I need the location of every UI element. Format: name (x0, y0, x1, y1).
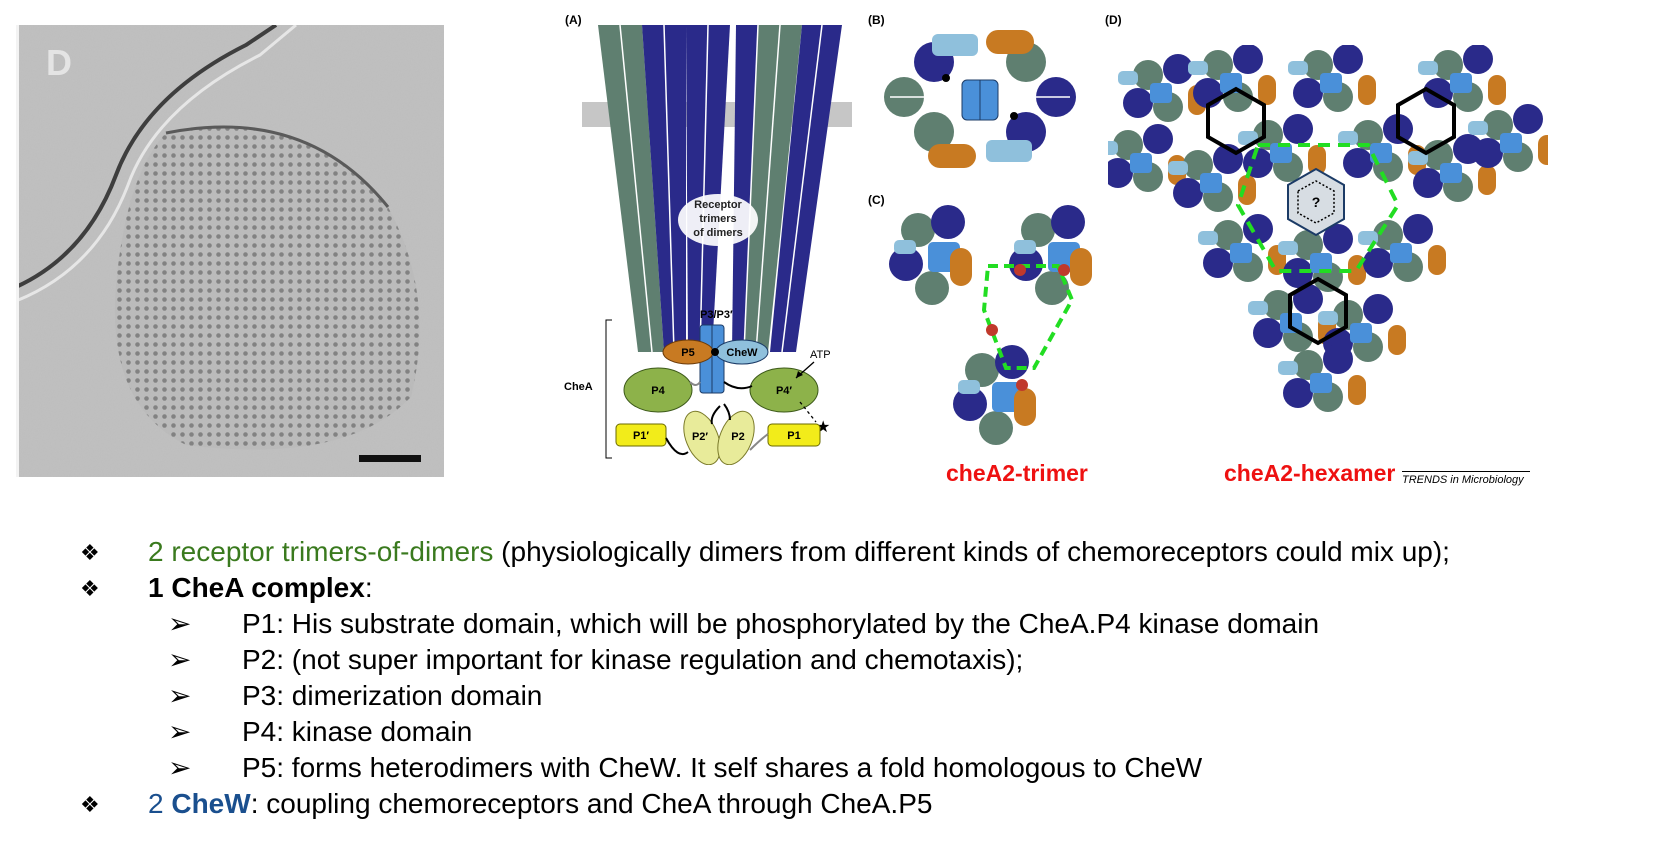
p4-label: P4 (651, 385, 665, 397)
p5-capsule (928, 144, 976, 168)
chew-note: : coupling chemoreceptors and CheA throu… (250, 788, 933, 819)
panel-b-diagram (884, 30, 1076, 168)
hexamer-ring (1206, 86, 1266, 156)
hexamer-ring (1396, 86, 1456, 156)
p2-prime-label: P2′ (692, 431, 708, 443)
diamond-bullet-icon: ❖ (80, 540, 100, 565)
sub-bullet-text: P4: kinase domain (242, 716, 473, 747)
panel-d-label: (D) (1105, 13, 1122, 27)
p1-prime-label: P1′ (633, 430, 649, 442)
p3-label: P3/P3′ (700, 309, 733, 321)
sub-bullet-text: P5: forms heterodimers with CheW. It sel… (242, 752, 1203, 783)
chea-bracket (605, 319, 612, 459)
journal-credit: TRENDS in Microbiology (1402, 474, 1524, 486)
p2-domain (717, 410, 755, 465)
panel-a-diagram: Receptor trimers of dimers CheA P3/P3′ P… (564, 24, 852, 465)
panel-d-diagram: ? (1108, 45, 1548, 412)
arrow-bullet-icon: ➢ (168, 680, 192, 711)
p2-label: P2 (731, 431, 744, 443)
hexamer-ring (1288, 276, 1348, 346)
sub-bullet-text: P1: His substrate domain, which will be … (242, 608, 1320, 639)
receptor-label-line3: of dimers (693, 227, 743, 239)
chew-shape (932, 34, 978, 56)
chew-shape (986, 140, 1032, 162)
p5-label: P5 (681, 347, 694, 359)
p4-prime-domain (749, 367, 819, 413)
panel-c-label: (C) (868, 193, 885, 207)
receptor-term: 2 receptor trimers-of-dimers (148, 536, 494, 567)
receptor-label-bubble (678, 194, 758, 246)
receptor-label-line1: Receptor (694, 199, 742, 211)
trimer-caption: cheA2-trimer (946, 460, 1088, 486)
arrow-bullet-icon: ➢ (168, 716, 192, 747)
trimer-dashed-outline (981, 264, 1075, 370)
journal-credit-rule (1402, 471, 1530, 472)
p5-capsule (986, 30, 1034, 54)
sub-bullet-text: P3: dimerization domain (242, 680, 543, 711)
receptor-note: (physiologically dimers from different k… (493, 536, 1450, 567)
arrow-bullet-icon: ➢ (168, 752, 192, 783)
arrow-bullet-icon: ➢ (168, 608, 192, 639)
micrograph-panel-letter: D (46, 42, 72, 83)
hexamer-dashed-outline (1235, 143, 1401, 273)
hexamer-caption: cheA2-hexamer (1224, 460, 1396, 486)
central-hexamer (1287, 167, 1345, 237)
p5-chew-junction (711, 348, 719, 356)
p1-label: P1 (787, 430, 800, 442)
chew-label: CheW (726, 347, 758, 359)
central-question-mark: ? (1312, 194, 1321, 210)
atp-label: ATP (810, 349, 831, 361)
p2-prime-domain (683, 410, 721, 465)
arrow-bullet-icon: ➢ (168, 644, 192, 675)
chea-term: 1 CheA complex (148, 572, 365, 603)
cryo-em-micrograph: D (16, 25, 444, 477)
chea-label: CheA (564, 381, 593, 393)
panel-a-label: (A) (565, 13, 582, 27)
p4-prime-label: P4′ (776, 385, 792, 397)
sub-bullet-text: P2: (not super important for kinase regu… (242, 644, 1024, 675)
chew-term: CheW (171, 788, 251, 819)
panel-c-diagram (889, 205, 1092, 445)
diamond-bullet-icon: ❖ (80, 792, 100, 817)
p1-prime-domain (615, 423, 667, 447)
chea-colon: : (364, 572, 373, 603)
receptor-label-line2: trimers (699, 213, 736, 225)
panel-b-label: (B) (868, 13, 885, 27)
diamond-bullet-icon: ❖ (80, 576, 100, 601)
p4-domain (623, 367, 693, 413)
chew-count: 2 (148, 788, 172, 819)
receptor-dimers (598, 24, 842, 353)
